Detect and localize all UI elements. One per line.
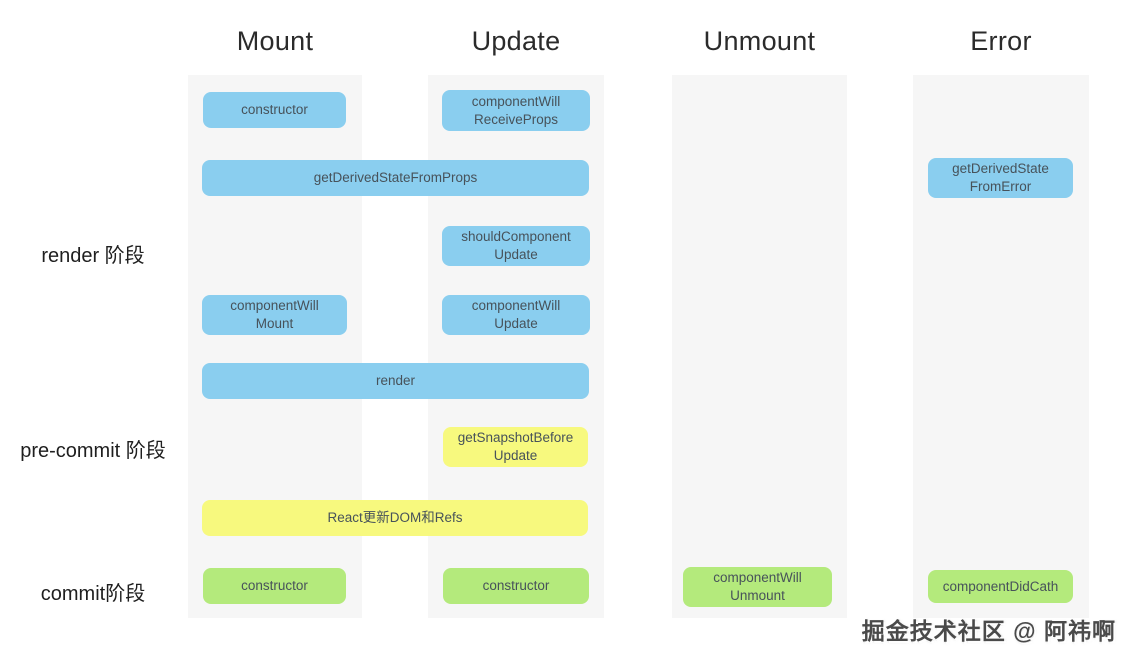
phase-label-render: render 阶段 xyxy=(41,245,145,267)
box-get-snapshot-before-update: getSnapshotBefore Update xyxy=(443,427,588,467)
box-constructor-commit-mount: constructor xyxy=(203,568,346,604)
box-get-derived-state-from-error: getDerivedState FromError xyxy=(928,158,1073,198)
box-constructor-commit-update: constructor xyxy=(443,568,589,604)
phase-label-pre-commit: pre-commit 阶段 xyxy=(20,440,166,462)
box-react-update-dom-refs: React更新DOM和Refs xyxy=(202,500,588,536)
box-component-will-receive-props: componentWill ReceiveProps xyxy=(442,90,590,131)
column-bg-error xyxy=(913,75,1089,618)
box-constructor-mount: constructor xyxy=(203,92,346,128)
phase-label-commit: commit阶段 xyxy=(40,583,146,605)
box-component-will-unmount: componentWill Unmount xyxy=(683,567,832,607)
column-header-unmount: Unmount xyxy=(703,25,816,56)
watermark-text: 掘金技术社区 @ 阿祎啊 xyxy=(861,618,1116,644)
column-bg-mount xyxy=(188,75,362,618)
column-header-mount: Mount xyxy=(236,25,314,56)
column-bg-update xyxy=(428,75,604,618)
box-get-derived-state-from-props: getDerivedStateFromProps xyxy=(202,160,589,196)
column-bg-unmount xyxy=(672,75,847,618)
box-component-will-update: componentWill Update xyxy=(442,295,590,335)
box-component-will-mount: componentWill Mount xyxy=(202,295,347,335)
column-header-update: Update xyxy=(471,25,561,56)
box-should-component-update: shouldComponent Update xyxy=(442,226,590,266)
box-render: render xyxy=(202,363,589,399)
box-component-did-cath: componentDidCath xyxy=(928,570,1073,603)
column-header-error: Error xyxy=(970,25,1032,56)
